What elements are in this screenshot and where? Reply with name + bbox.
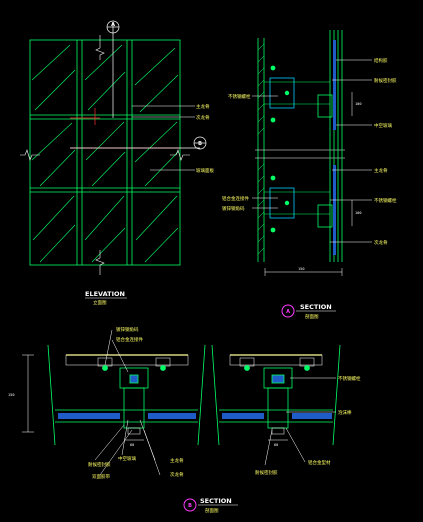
- elevation-break-lines: [20, 35, 190, 275]
- section-a-label-1: 结构胶: [374, 57, 388, 64]
- section-a-subtitle: 剖面图: [305, 313, 319, 320]
- section-b-label-bm-2: 主龙骨: [170, 457, 184, 464]
- section-b-labels: 镀锌钢角码 铝合金连接件 耐候密封胶 双面胶带 中空玻璃 主龙骨 次龙骨 不锈钢…: [8, 326, 361, 480]
- section-a-glass-fill-top: [333, 40, 336, 130]
- section-b-label-top-2: 铝合金连接件: [116, 336, 143, 343]
- section-b-label-br-1: 耐候密封胶: [255, 469, 278, 476]
- elevation-title: ELEVATION: [85, 290, 125, 298]
- elevation-transoms: [30, 114, 180, 193]
- elevation-cut-lines: [70, 108, 180, 149]
- section-a-bolts: [270, 65, 290, 233]
- section-b-label-br-2: 铝合金型材: [308, 459, 331, 466]
- section-b-label-r-1: 不锈钢螺栓: [338, 375, 361, 382]
- section-a-dimensions: [264, 92, 353, 276]
- section-a-dim-top: 100: [355, 102, 362, 106]
- section-a-label-6: 次龙骨: [374, 239, 388, 246]
- section-b-leaders: [94, 329, 336, 476]
- section-a-label-4: 主龙骨: [374, 167, 388, 174]
- section-a-profile-bottom: [317, 204, 333, 228]
- section-b-dim-height: 150: [8, 393, 15, 397]
- section-b-wall-right: [229, 354, 323, 366]
- section-b-label-top-1: 镀锌钢角码: [116, 326, 139, 333]
- section-a-dim-width: 150: [298, 267, 305, 271]
- section-a-bracket-bottom: [269, 187, 295, 219]
- section-a-label-5: 不锈钢螺栓: [374, 197, 397, 204]
- elevation-section-marker-a: [106, 20, 120, 118]
- section-a-dim-bottom: 100: [355, 211, 362, 215]
- section-b-profile-right: [239, 357, 315, 435]
- section-b-label-bl-1: 耐候密封胶: [88, 461, 111, 468]
- section-b-wall-left: [65, 354, 189, 366]
- elevation-mullions: [76, 40, 133, 265]
- elevation-marker-a-text: A: [111, 22, 115, 28]
- elevation-glass-hatch: [31, 44, 179, 263]
- elevation-label-glass-panel: 玻璃面板: [196, 167, 214, 174]
- section-a-marker-circle: [281, 304, 295, 318]
- section-b-glass-band: [55, 409, 333, 423]
- section-a-label-left-2: 镀锌钢角码: [222, 205, 245, 212]
- section-a-label-3: 中空玻璃: [374, 122, 392, 129]
- section-b-label-bm-1: 中空玻璃: [118, 455, 136, 462]
- section-a-glass-fill-bottom: [333, 165, 336, 255]
- section-a-label-left-top: 不锈钢螺栓: [228, 93, 251, 100]
- section-a-marker-text: A: [286, 309, 290, 315]
- section-a-label-2: 耐候密封胶: [374, 77, 397, 84]
- section-a-label-left-1: 铝合金连接件: [222, 195, 249, 202]
- elevation-label-main-mullion: 主龙骨: [196, 103, 210, 110]
- elevation-leaders: [132, 105, 195, 171]
- section-b-title: SECTION: [200, 497, 232, 505]
- section-b-subtitle: 剖面图: [205, 507, 219, 514]
- section-b-marker-text: B: [188, 503, 192, 509]
- section-a-wall-hatch: [257, 43, 265, 255]
- section-b-label-r-2: 泡沫棒: [338, 409, 352, 416]
- elevation-subtitle: 立面图: [93, 299, 107, 306]
- section-b-view: [22, 329, 341, 476]
- section-b-label-bm-3: 次龙骨: [170, 471, 184, 478]
- elevation-label-secondary-mullion: 次龙骨: [196, 114, 210, 121]
- elevation-view: [20, 20, 207, 275]
- elevation-section-marker-b: [70, 136, 207, 150]
- section-b-dim-left: 60: [130, 443, 134, 447]
- section-b-marker-circle: [183, 498, 197, 512]
- section-b-label-bl-2: 双面胶带: [92, 473, 110, 480]
- section-a-leaders: [252, 59, 372, 243]
- section-b-profile-left: [97, 357, 171, 435]
- section-a-profile-top: [317, 94, 333, 118]
- section-a-view: [252, 30, 372, 276]
- section-a-title: SECTION: [300, 303, 332, 311]
- section-a-labels: 结构胶 耐候密封胶 中空玻璃 主龙骨 不锈钢螺栓 次龙骨 不锈钢螺栓 铝合金连接…: [222, 57, 397, 271]
- section-a-bracket-top: [269, 77, 295, 109]
- section-b-dim-right: 60: [274, 443, 278, 447]
- elevation-marker-b-text: B: [198, 141, 202, 147]
- elevation-frame: [29, 39, 181, 266]
